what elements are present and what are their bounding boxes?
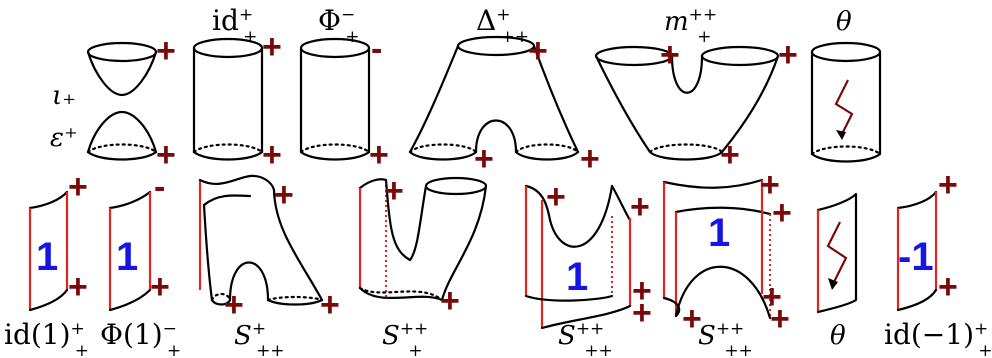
s4-label: S++++ (698, 319, 753, 358)
sign-plus: + (68, 268, 88, 306)
phi1-label: Φ(1)−+ (100, 318, 181, 358)
s2-label: S+++ (382, 319, 428, 358)
sign-plus: + (156, 136, 176, 174)
theta-cylinder (810, 41, 882, 163)
sign-plus: + (682, 300, 702, 338)
id1-label: id(1)++ (4, 318, 89, 358)
sign-plus: + (580, 140, 600, 178)
sign-plus: + (156, 32, 176, 70)
iota-cup (86, 41, 158, 97)
theta-label: θ (836, 7, 852, 37)
id1-value: 1 (36, 235, 58, 279)
sign-plus: + (938, 268, 958, 306)
sign-plus: + (384, 172, 404, 210)
m-label: m+++ (664, 5, 717, 47)
iota-label: ι₊ (52, 81, 76, 111)
phi-label: Φ−+ (318, 4, 359, 47)
sign-plus: + (632, 294, 652, 332)
sign-minus: - (154, 168, 165, 206)
s3-surface (524, 184, 632, 330)
sign-plus: + (660, 36, 680, 74)
phi1-value: 1 (116, 235, 138, 279)
s1-surface (198, 174, 324, 306)
id-cylinder (192, 37, 264, 161)
sign-plus: + (150, 268, 170, 306)
sign-plus: + (632, 272, 652, 310)
sign-plus: + (938, 166, 958, 204)
s2-surface (358, 176, 488, 302)
sign-plus: + (778, 36, 798, 74)
m-pants (594, 45, 780, 161)
idm1-value: -1 (898, 235, 934, 279)
s1-label: S+++ (234, 319, 285, 358)
idm1-sheet (896, 190, 938, 312)
sign-plus: + (760, 166, 780, 204)
theta2-label: θ (830, 321, 846, 351)
s4-surface (662, 178, 772, 320)
phi-cylinder (299, 37, 371, 161)
sign-plus: + (274, 176, 294, 214)
sign-plus: + (369, 136, 389, 174)
sign-plus: + (630, 188, 650, 226)
phi1-sheet (108, 190, 152, 312)
sign-plus: + (440, 282, 460, 320)
delta-pants (408, 35, 580, 161)
sign-plus: + (762, 278, 782, 316)
sign-plus: + (528, 32, 548, 70)
sign-plus: + (262, 28, 282, 66)
sign-plus: + (262, 136, 282, 174)
theta-sheet (816, 192, 858, 314)
sign-plus: + (224, 286, 244, 324)
sign-plus: + (720, 136, 740, 174)
sign-plus: + (320, 286, 340, 324)
idm1-label: id(−1)++ (884, 318, 992, 358)
s3-label: S++++ (558, 319, 613, 358)
id1-sheet (28, 190, 69, 312)
sign-plus: + (770, 300, 790, 338)
sign-plus: + (474, 140, 494, 178)
sign-plus: + (772, 194, 792, 232)
s3-value: 1 (566, 255, 588, 299)
sign-minus: - (371, 30, 382, 68)
sign-plus: + (68, 168, 88, 206)
epsilon-cap (86, 110, 158, 161)
s4-value: 1 (708, 211, 730, 255)
delta-label: Δ+++ (476, 4, 529, 47)
id-label: id++ (212, 4, 257, 47)
sign-plus: + (546, 178, 566, 216)
epsilon-label: ε⁺ (50, 123, 78, 153)
